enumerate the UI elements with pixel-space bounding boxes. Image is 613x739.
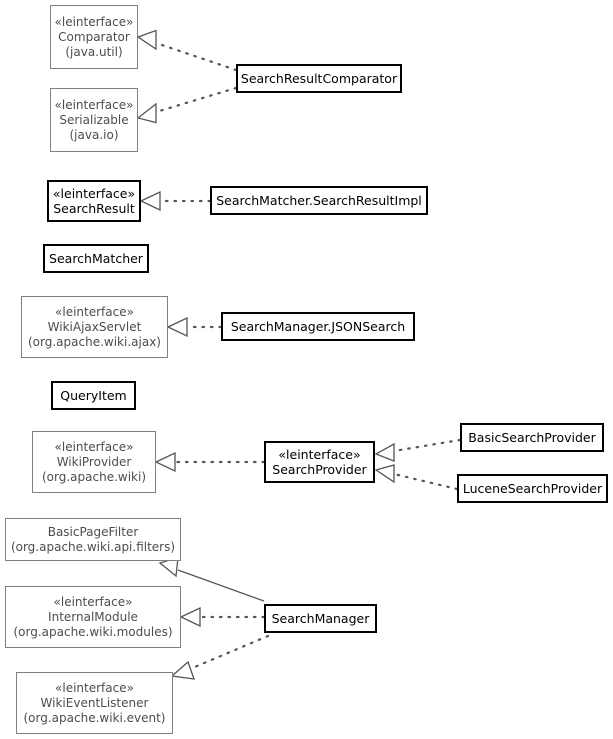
node-internal-module[interactable]: «leinterface» InternalModule (org.apache… xyxy=(5,586,181,648)
node-search-result-impl[interactable]: SearchMatcher.SearchResultImpl xyxy=(210,186,428,215)
node-wiki-provider[interactable]: «leinterface» WikiProvider (org.apache.w… xyxy=(32,431,156,493)
node-wiki-provider-stereotype: «leinterface» xyxy=(54,439,134,454)
node-search-provider[interactable]: «leinterface» SearchProvider xyxy=(264,441,375,483)
edge-searchresultcomparator-serializable xyxy=(136,86,238,124)
edge-searchresultimpl-searchresult xyxy=(139,190,212,212)
node-search-manager[interactable]: SearchManager xyxy=(264,604,377,633)
node-wiki-ajax-servlet-stereotype: «leinterface» xyxy=(55,304,134,319)
node-serializable[interactable]: «leinterface» Serializable (java.io) xyxy=(50,88,138,152)
edge-basicsearchprovider-searchprovider xyxy=(374,438,462,462)
node-wiki-ajax-servlet-package: (org.apache.wiki.ajax) xyxy=(28,334,161,349)
node-internal-module-name: InternalModule xyxy=(48,609,138,624)
edge-searchmanager-wikieventlistener xyxy=(170,634,270,680)
node-search-result[interactable]: «leinterface» SearchResult xyxy=(47,180,141,222)
node-wiki-event-listener[interactable]: «leinterface» WikiEventListener (org.apa… xyxy=(16,672,173,734)
node-internal-module-package: (org.apache.wiki.modules) xyxy=(13,624,173,639)
edge-lucenesearchprovider-searchprovider xyxy=(374,464,459,491)
node-wiki-event-listener-stereotype: «leinterface» xyxy=(55,680,134,695)
node-search-matcher-name: SearchMatcher xyxy=(49,251,143,266)
node-comparator[interactable]: «leinterface» Comparator (java.util) xyxy=(50,5,138,69)
node-serializable-package: (java.io) xyxy=(69,127,119,142)
node-lucene-search-provider-name: LuceneSearchProvider xyxy=(462,481,603,496)
edge-searchresultcomparator-comparator xyxy=(136,29,238,72)
node-query-item-name: QueryItem xyxy=(60,388,127,403)
node-wiki-event-listener-name: WikiEventListener xyxy=(40,695,149,710)
node-basic-search-provider[interactable]: BasicSearchProvider xyxy=(460,423,604,452)
node-wiki-provider-name: WikiProvider xyxy=(56,454,132,469)
node-wiki-event-listener-package: (org.apache.wiki.event) xyxy=(23,710,166,725)
node-wiki-provider-package: (org.apache.wiki) xyxy=(41,469,146,484)
node-json-search-name: SearchManager.JSONSearch xyxy=(230,319,406,334)
node-search-matcher[interactable]: SearchMatcher xyxy=(43,244,149,273)
node-query-item[interactable]: QueryItem xyxy=(51,381,136,410)
node-wiki-ajax-servlet-name: WikiAjaxServlet xyxy=(47,319,142,334)
node-comparator-package: (java.util) xyxy=(65,44,123,59)
node-search-provider-stereotype: «leinterface» xyxy=(278,447,361,462)
edge-searchprovider-wikiprovider xyxy=(154,451,266,473)
node-comparator-stereotype: «leinterface» xyxy=(54,14,134,29)
node-json-search[interactable]: SearchManager.JSONSearch xyxy=(221,312,415,341)
node-basic-search-provider-name: BasicSearchProvider xyxy=(468,430,596,445)
edge-jsonsearch-wikiajaxservlet xyxy=(166,316,223,338)
node-basic-page-filter-package: (org.apache.wiki.api.filters) xyxy=(10,539,176,554)
node-basic-page-filter-name: BasicPageFilter xyxy=(47,524,139,539)
node-comparator-name: Comparator xyxy=(58,29,130,44)
node-serializable-stereotype: «leinterface» xyxy=(54,97,134,112)
node-search-result-comparator[interactable]: SearchResultComparator xyxy=(236,64,402,93)
node-search-result-comparator-name: SearchResultComparator xyxy=(240,71,398,86)
node-search-result-stereotype: «leinterface» xyxy=(52,186,136,201)
node-wiki-ajax-servlet[interactable]: «leinterface» WikiAjaxServlet (org.apach… xyxy=(21,296,168,358)
node-internal-module-stereotype: «leinterface» xyxy=(53,594,133,609)
node-search-provider-name: SearchProvider xyxy=(272,462,367,477)
node-lucene-search-provider[interactable]: LuceneSearchProvider xyxy=(457,474,608,503)
edge-searchmanager-internalmodule xyxy=(179,606,266,628)
node-search-manager-name: SearchManager xyxy=(271,611,370,626)
node-serializable-name: Serializable xyxy=(59,112,129,127)
node-search-result-name: SearchResult xyxy=(53,201,135,216)
node-basic-page-filter[interactable]: BasicPageFilter (org.apache.wiki.api.fil… xyxy=(5,518,181,561)
node-search-result-impl-name: SearchMatcher.SearchResultImpl xyxy=(216,193,422,208)
